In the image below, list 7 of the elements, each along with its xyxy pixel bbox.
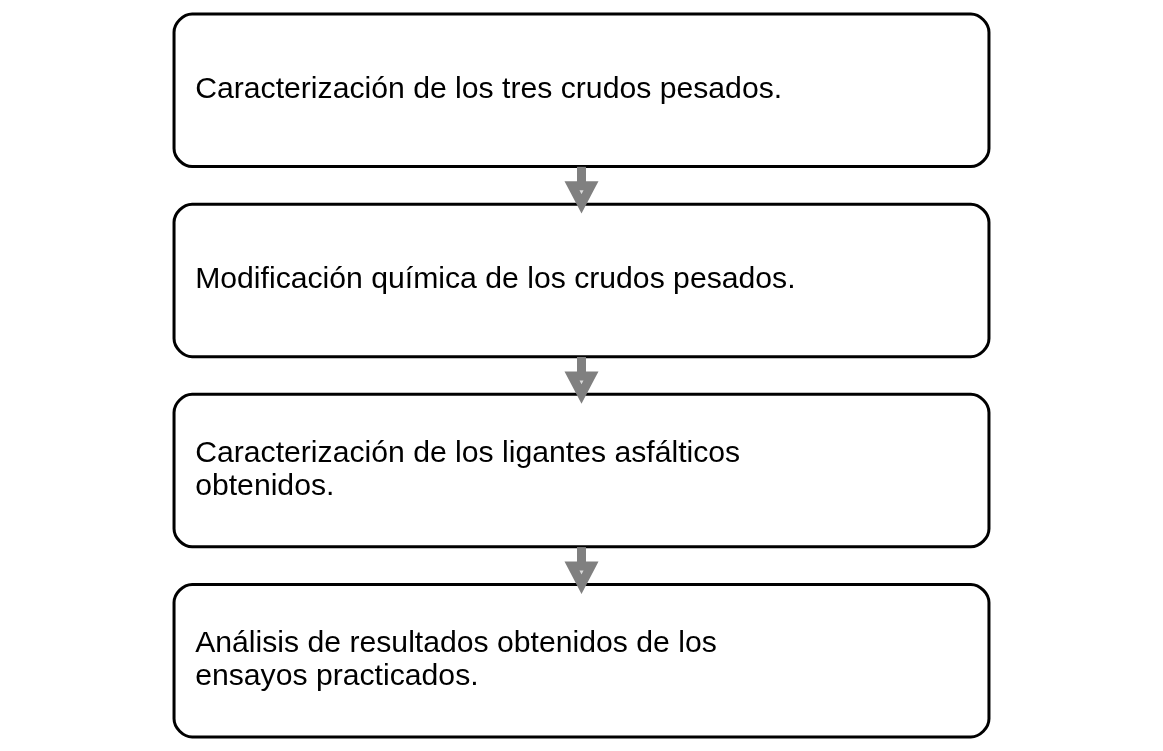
node-box: Modificación química de los crudos pesados. bbox=[172, 202, 991, 359]
arrow bbox=[564, 166, 599, 214]
node-box: Análisis de resultados obtenidos de los ensayos practicados. bbox=[172, 583, 991, 739]
arrow bbox=[564, 547, 599, 594]
node-box: Caracterización de los tres crudos pesados. bbox=[172, 12, 991, 168]
arrow bbox=[564, 356, 599, 404]
node-box: Caracterización de los ligantes asfálticos obtenidos. bbox=[172, 392, 991, 549]
